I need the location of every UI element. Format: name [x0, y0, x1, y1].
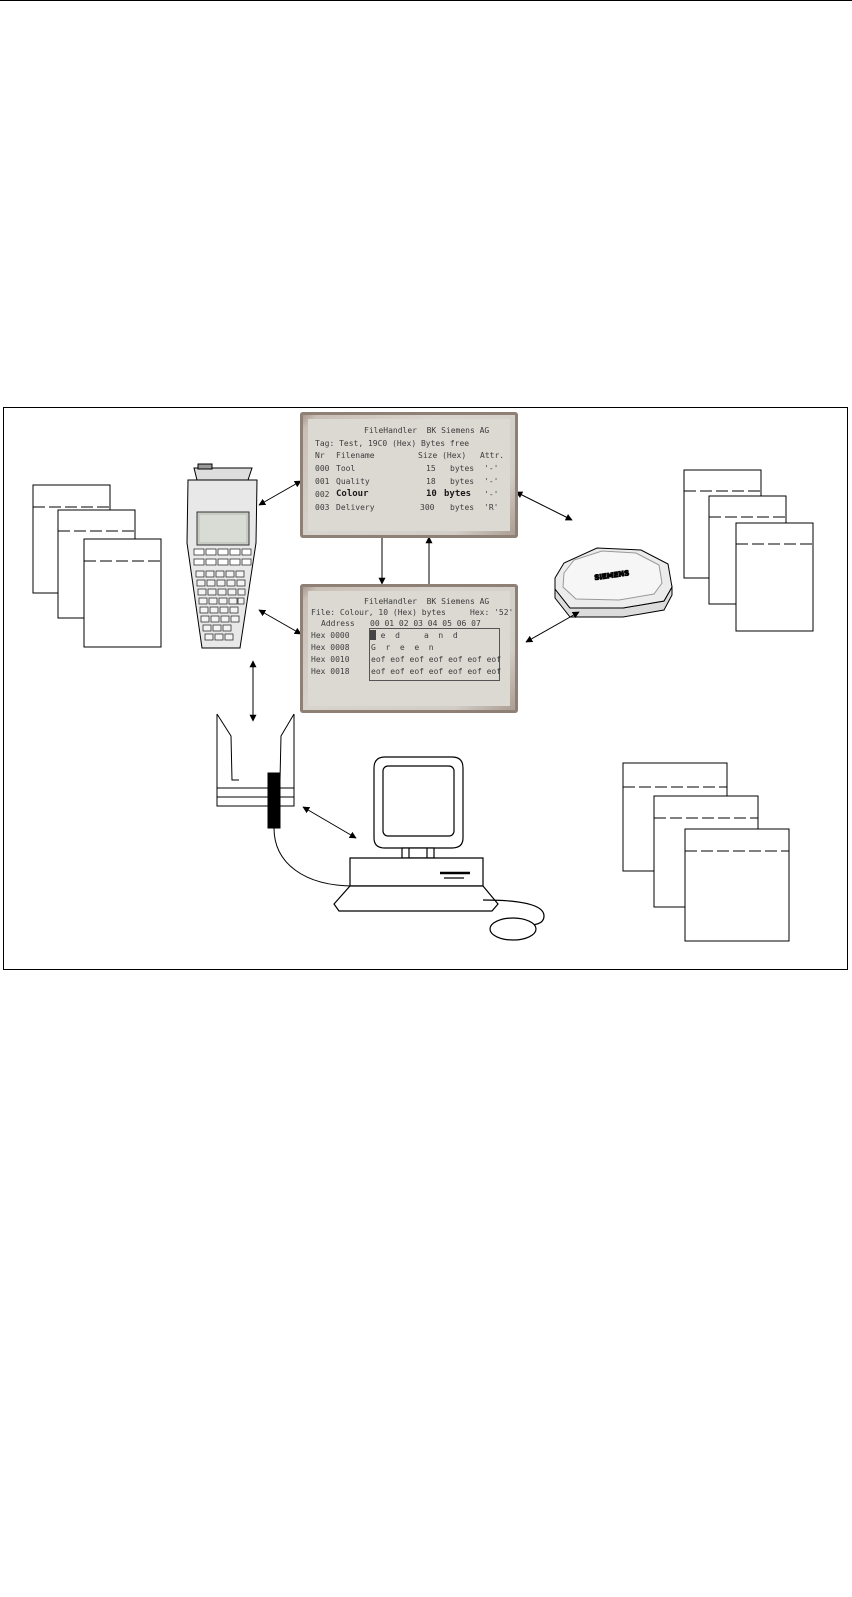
file-size: 18 [426, 477, 436, 486]
tag-info-line: Tag: Test, 19C0 (Hex) Bytes free [315, 439, 470, 448]
address-label: Address [321, 619, 355, 628]
hex-row-data: eof eof eof eof eof eof eof [371, 655, 502, 664]
file-size: 300 [420, 503, 435, 512]
address-columns: 00 01 02 03 04 05 06 07 [370, 619, 481, 628]
file-size-unit: bytes [450, 503, 475, 512]
top-rule [0, 0, 852, 1]
column-header-attr: Attr. [480, 451, 505, 460]
hex-editor-screen: FileHandler BK Siemens AG File: Colour, … [300, 584, 518, 713]
diagram-artwork: SIEMENS [32, 463, 814, 942]
file-attr: '-' [484, 477, 499, 486]
hex-row-label: Hex 0010 [311, 655, 350, 664]
hex-screen-header: FileHandler BK Siemens AG [364, 597, 490, 606]
file-name: Delivery [336, 503, 375, 512]
file-size: 15 [426, 464, 436, 473]
file-size-selected: 10 [426, 489, 437, 499]
file-size-unit: bytes [450, 464, 475, 473]
file-name-selected: Colour [336, 489, 369, 499]
file-attr: 'R' [484, 503, 499, 512]
file-nr: 001 [315, 477, 330, 486]
file-attr: '-' [484, 464, 499, 473]
hex-row-data: G r e e n [371, 643, 434, 652]
mobile-data-tag: SIEMENS [554, 547, 673, 618]
file-nr: 002 [315, 490, 330, 499]
diagram-frame: SIEMENS FileHandler BK Siemens AG Tag: T… [3, 407, 848, 970]
file-size-unit-selected: bytes [444, 489, 472, 499]
column-header-nr: Nr [315, 451, 325, 460]
document-stack-left [32, 484, 162, 648]
document-stack-right-lower [622, 762, 790, 942]
directory-screen-header: FileHandler BK Siemens AG [364, 426, 490, 435]
hex-row-label: Hex 0018 [311, 667, 350, 676]
hex-row-label: Hex 0008 [311, 643, 350, 652]
file-name: Quality [336, 477, 370, 486]
column-header-size: Size (Hex) [418, 451, 467, 460]
hex-data-box [369, 628, 500, 681]
edit-cursor [370, 630, 376, 640]
desktop-computer [333, 756, 545, 941]
hex-row-data: eof eof eof eof eof eof eof [371, 667, 502, 676]
document-stack-right-upper [683, 469, 814, 632]
file-nr: 003 [315, 503, 330, 512]
file-size-unit: bytes [450, 477, 475, 486]
file-attr: '-' [484, 490, 499, 499]
file-info-line: File: Colour, 10 (Hex) bytes [311, 608, 446, 617]
hex-row-data: e d a n d [371, 631, 458, 640]
connector-arrows [249, 480, 580, 839]
docking-cradle [216, 713, 355, 887]
file-nr: 000 [315, 464, 330, 473]
directory-screen: FileHandler BK Siemens AG Tag: Test, 19C… [300, 412, 518, 538]
handheld-terminal [186, 463, 258, 649]
column-header-filename: Filename [336, 451, 375, 460]
hex-row-label: Hex 0000 [311, 631, 350, 640]
file-name: Tool [336, 464, 356, 473]
hex-value: Hex: '52' [470, 608, 514, 617]
